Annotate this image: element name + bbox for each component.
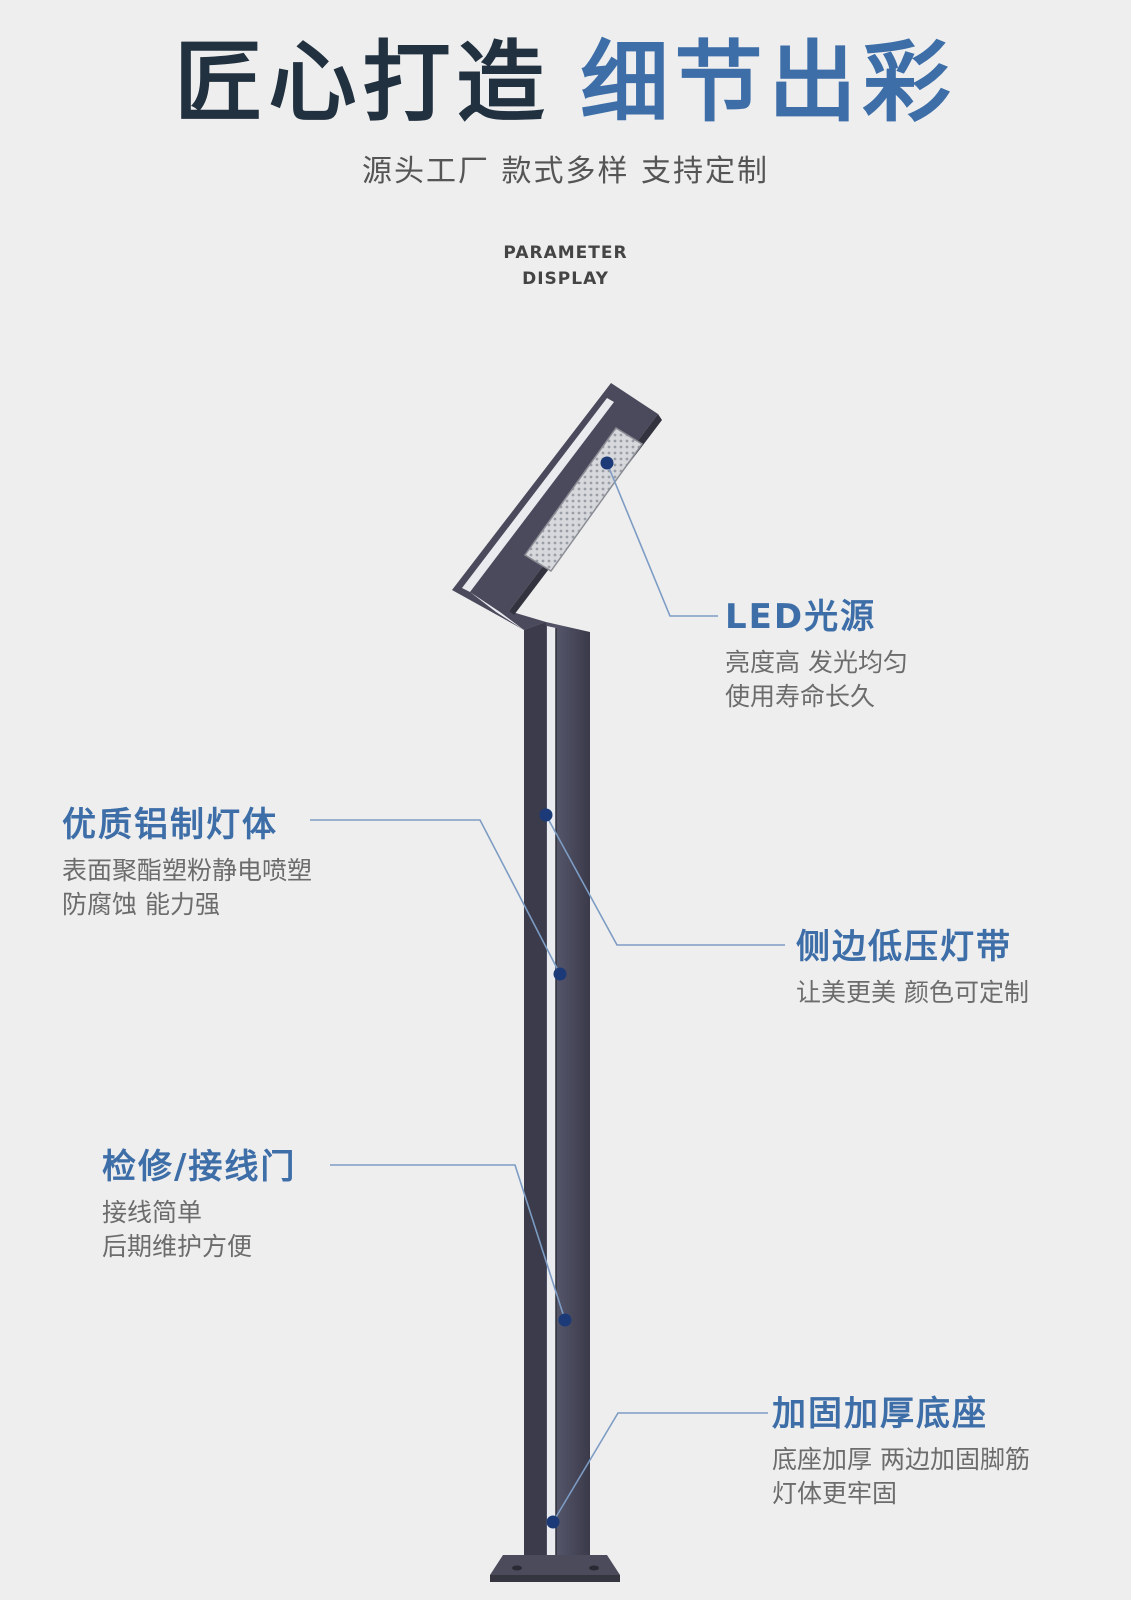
callout-led-line-1: 亮度高 发光均匀 [725, 648, 908, 677]
marker-body [553, 967, 567, 981]
leader-line-led [606, 462, 718, 617]
headline-part-2: 细节出彩 [580, 31, 957, 134]
callout-strip-line-1: 让美更美 颜色可定制 [796, 978, 1029, 1007]
callout-strip-desc: 让美更美 颜色可定制 [796, 976, 1029, 1010]
leader-line-base [552, 1412, 768, 1523]
callout-base-line-1: 底座加厚 两边加固脚筋 [772, 1445, 1030, 1474]
lamp-pole [524, 622, 590, 1555]
callout-led-title: LED光源 [725, 597, 877, 637]
marker-door [558, 1313, 572, 1327]
markers [539, 456, 614, 1529]
callout-door-line-1: 接线简单 [102, 1198, 203, 1227]
callout-led-line-2: 使用寿命长久 [725, 682, 876, 711]
subheadline: 源头工厂 款式多样 支持定制 [361, 154, 770, 189]
marker-led [600, 456, 614, 470]
param-line-2: DISPLAY [522, 269, 609, 289]
callout-door-title: 检修/接线门 [102, 1147, 297, 1187]
callout-aluminum-body: 优质铝制灯体 表面聚酯塑粉静电喷塑 防腐蚀 能力强 [62, 804, 312, 922]
base-plate [490, 1555, 620, 1582]
marker-strip [539, 808, 553, 822]
callout-reinforced-base: 加固加厚底座 底座加厚 两边加固脚筋 灯体更牢固 [772, 1393, 1030, 1511]
callout-body-desc: 表面聚酯塑粉静电喷塑 防腐蚀 能力强 [62, 854, 312, 922]
lamp-arm [452, 383, 662, 630]
callout-access-door: 检修/接线门 接线简单 后期维护方便 [102, 1146, 296, 1264]
callout-base-title: 加固加厚底座 [772, 1394, 988, 1434]
callout-led-light: LED光源 亮度高 发光均匀 使用寿命长久 [725, 596, 908, 714]
leader-line-door [330, 1164, 566, 1321]
marker-base [546, 1515, 560, 1529]
leader-line-strip [545, 814, 785, 946]
callout-side-light-strip: 侧边低压灯带 让美更美 颜色可定制 [796, 926, 1029, 1010]
leader-line-body [310, 819, 561, 975]
callout-body-line-2: 防腐蚀 能力强 [62, 890, 220, 919]
leader-lines [310, 462, 785, 1523]
callout-body-title: 优质铝制灯体 [62, 805, 278, 845]
headline: 匠心打造细节出彩 [0, 28, 1131, 138]
callout-strip-title: 侧边低压灯带 [796, 927, 1012, 967]
side-light-strip [547, 626, 556, 1555]
param-line-1: PARAMETER [503, 243, 628, 263]
callout-base-desc: 底座加厚 两边加固脚筋 灯体更牢固 [772, 1443, 1030, 1511]
callout-led-desc: 亮度高 发光均匀 使用寿命长久 [725, 646, 908, 714]
callout-base-line-2: 灯体更牢固 [772, 1479, 898, 1508]
callout-door-desc: 接线简单 后期维护方便 [102, 1196, 296, 1264]
callout-body-line-1: 表面聚酯塑粉静电喷塑 [62, 856, 313, 885]
parameter-display-label: PARAMETER DISPLAY [0, 240, 1131, 292]
headline-part-1: 匠心打造 [174, 31, 551, 134]
callout-door-line-2: 后期维护方便 [102, 1232, 253, 1261]
